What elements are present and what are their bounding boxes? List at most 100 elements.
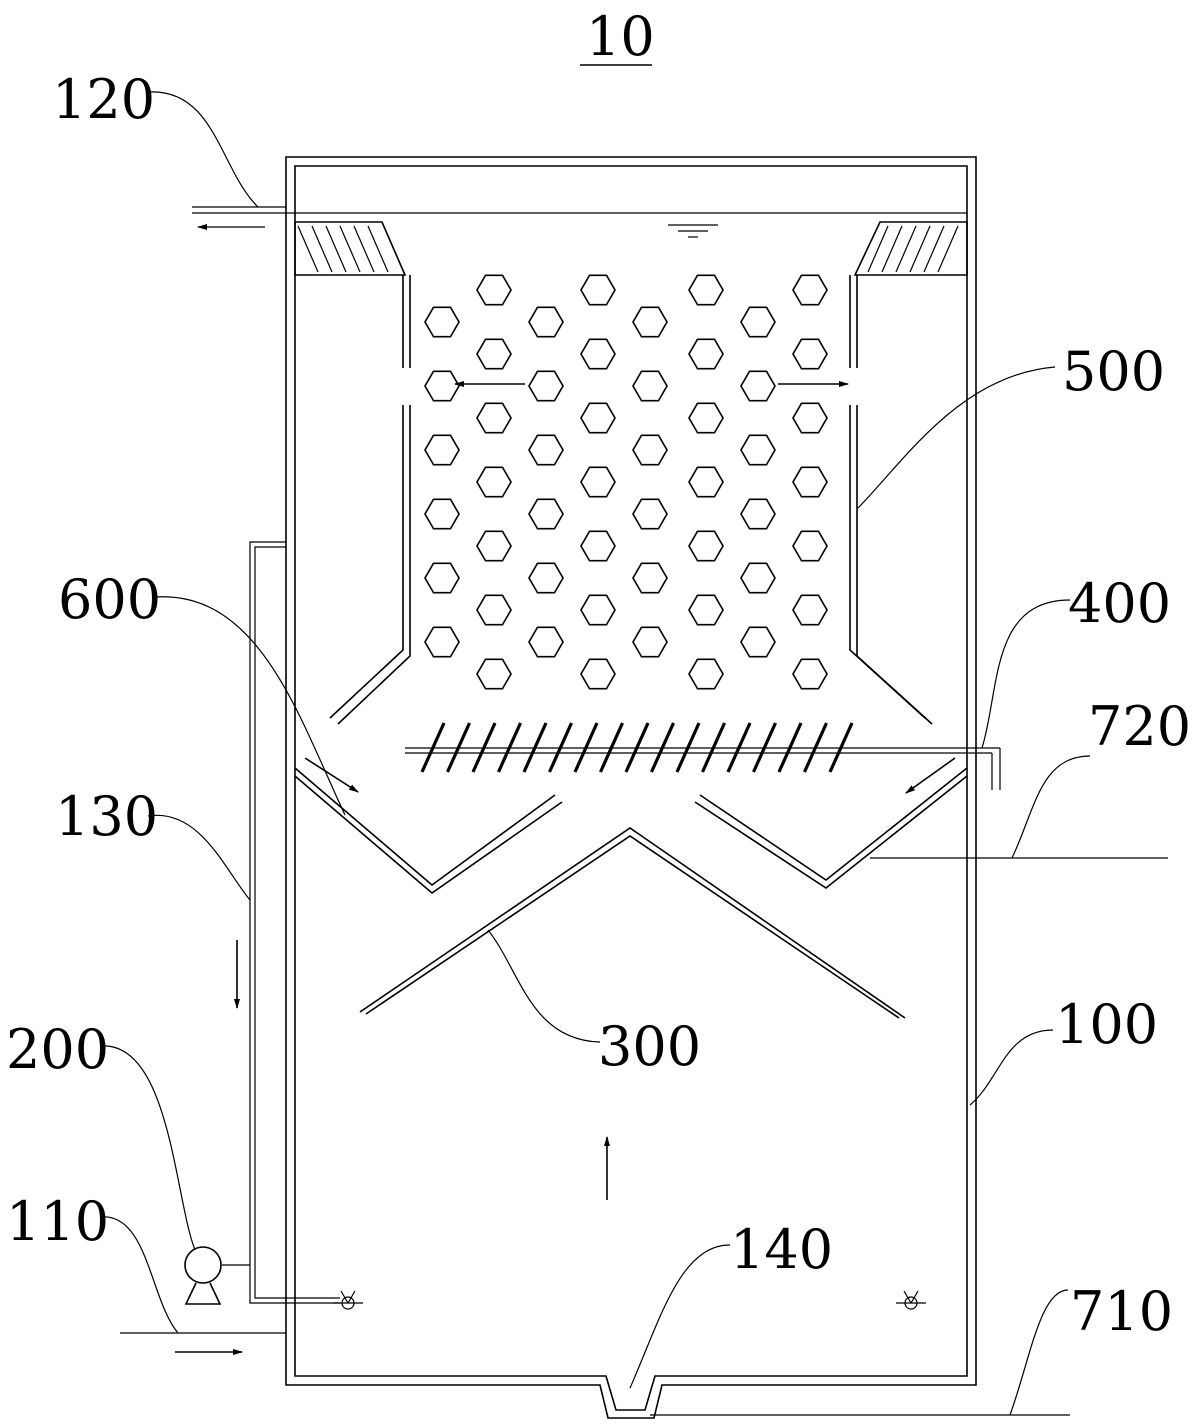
carrier-hexagon bbox=[528, 498, 564, 530]
diffuser-stroke bbox=[548, 722, 573, 773]
label-600: 600 bbox=[58, 568, 161, 631]
carrier-hexagon bbox=[792, 530, 828, 562]
water-level-icon bbox=[668, 224, 718, 238]
carrier-hexagon bbox=[476, 338, 512, 370]
diffuser-stroke bbox=[752, 722, 777, 773]
carrier-packing bbox=[424, 274, 828, 690]
carrier-hexagon bbox=[688, 594, 724, 626]
diffuser-stroke bbox=[624, 722, 650, 773]
carrier-hexagon bbox=[528, 626, 564, 658]
diffuser-stroke bbox=[522, 722, 548, 773]
diffuser-stroke bbox=[777, 722, 803, 773]
carrier-hexagon bbox=[632, 498, 668, 530]
carrier-hexagon bbox=[632, 370, 668, 402]
carrier-hexagon bbox=[424, 626, 460, 658]
tank-wall bbox=[285, 156, 977, 1419]
carrier-hexagon bbox=[580, 338, 616, 370]
carrier-hexagon bbox=[580, 658, 616, 690]
carrier-hexagon bbox=[632, 434, 668, 466]
diffuser-stroke bbox=[726, 722, 752, 773]
label-500: 500 bbox=[1062, 340, 1165, 403]
diffuser-stroke bbox=[675, 722, 701, 773]
pump-200 bbox=[184, 1246, 222, 1305]
carrier-hexagon bbox=[528, 306, 564, 338]
separator-500-right-wall bbox=[849, 275, 933, 725]
carrier-hexagon bbox=[580, 466, 616, 498]
diffuser-stroke bbox=[701, 722, 726, 773]
carrier-hexagon bbox=[580, 402, 616, 434]
carrier-hexagon bbox=[632, 626, 668, 658]
carrier-hexagon bbox=[476, 274, 512, 306]
carrier-hexagon bbox=[580, 594, 616, 626]
carrier-hexagon bbox=[792, 658, 828, 690]
carrier-hexagon bbox=[424, 306, 460, 338]
deflector-300 bbox=[359, 827, 906, 1019]
label-400: 400 bbox=[1068, 572, 1171, 635]
carrier-hexagon bbox=[740, 434, 776, 466]
diffuser-stroke bbox=[446, 722, 471, 773]
carrier-hexagon bbox=[740, 370, 776, 402]
carrier-hexagon bbox=[688, 530, 724, 562]
label-100: 100 bbox=[1055, 993, 1158, 1056]
carrier-hexagon bbox=[476, 402, 512, 434]
diffuser-array bbox=[420, 722, 854, 773]
carrier-hexagon bbox=[740, 498, 776, 530]
carrier-hexagon bbox=[424, 434, 460, 466]
carrier-hexagon bbox=[688, 466, 724, 498]
return-arrow-right bbox=[905, 757, 956, 794]
label-110: 110 bbox=[6, 1190, 109, 1253]
diffuser-stroke bbox=[599, 722, 624, 773]
label-720: 720 bbox=[1088, 695, 1191, 758]
diffuser-stroke bbox=[573, 722, 599, 773]
carrier-hexagon bbox=[632, 306, 668, 338]
carrier-hexagon bbox=[580, 274, 616, 306]
diffuser-stroke bbox=[803, 722, 828, 773]
carrier-hexagon bbox=[792, 594, 828, 626]
label-140: 140 bbox=[730, 1218, 833, 1281]
label-300: 300 bbox=[598, 1015, 701, 1078]
carrier-hexagon bbox=[528, 434, 564, 466]
carrier-hexagon bbox=[792, 466, 828, 498]
carrier-hexagon bbox=[528, 562, 564, 594]
carrier-hexagon bbox=[740, 562, 776, 594]
label-710: 710 bbox=[1070, 1280, 1173, 1343]
carrier-hexagon bbox=[528, 370, 564, 402]
figure-title: 10 bbox=[586, 5, 655, 68]
carrier-hexagon bbox=[740, 626, 776, 658]
carrier-hexagon bbox=[424, 498, 460, 530]
weir-left-hatched bbox=[294, 221, 407, 276]
diffuser-stroke bbox=[420, 722, 446, 773]
carrier-hexagon bbox=[792, 402, 828, 434]
diffuser-stroke bbox=[828, 722, 854, 773]
label-130: 130 bbox=[55, 785, 158, 848]
carrier-hexagon bbox=[740, 306, 776, 338]
nozzle-left bbox=[333, 1290, 363, 1310]
separator-500-left-wall bbox=[329, 275, 411, 725]
carrier-hexagon bbox=[792, 338, 828, 370]
recirculation-pipe-130 bbox=[222, 541, 340, 1304]
label-200: 200 bbox=[6, 1018, 109, 1081]
carrier-hexagon bbox=[632, 562, 668, 594]
leader-lines bbox=[99, 91, 1091, 1416]
carrier-hexagon bbox=[476, 530, 512, 562]
carrier-hexagon bbox=[476, 658, 512, 690]
carrier-hexagon bbox=[688, 338, 724, 370]
diffuser-stroke bbox=[471, 722, 497, 773]
carrier-hexagon bbox=[688, 658, 724, 690]
label-120: 120 bbox=[52, 68, 155, 131]
carrier-hexagon bbox=[688, 274, 724, 306]
diffuser-stroke bbox=[497, 722, 522, 773]
carrier-hexagon bbox=[424, 562, 460, 594]
nozzle-right bbox=[896, 1290, 926, 1310]
diffuser-stroke bbox=[650, 722, 675, 773]
carrier-hexagon bbox=[580, 530, 616, 562]
carrier-hexagon bbox=[476, 594, 512, 626]
carrier-hexagon bbox=[424, 370, 460, 402]
carrier-hexagon bbox=[792, 274, 828, 306]
return-arrow-left bbox=[304, 757, 359, 793]
sludge-hopper-600 bbox=[294, 767, 968, 895]
carrier-hexagon bbox=[688, 402, 724, 434]
weir-right-hatched bbox=[853, 221, 968, 276]
carrier-hexagon bbox=[476, 466, 512, 498]
